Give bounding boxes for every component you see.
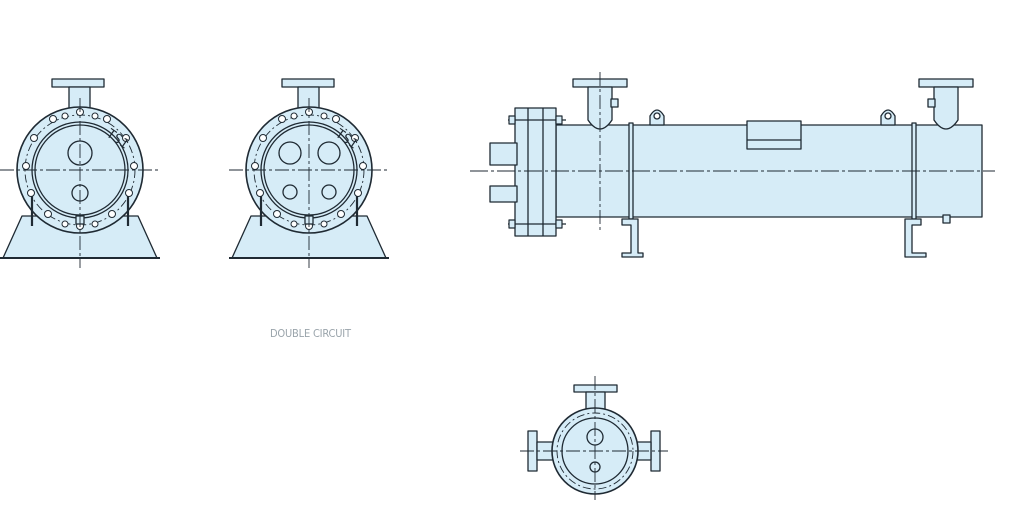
end-connection-upper <box>489 142 518 166</box>
end-flange-outer <box>514 107 557 237</box>
end-view-bottom <box>520 376 668 500</box>
lug-hole-left <box>653 112 661 120</box>
nozzle-left-tab <box>610 98 619 108</box>
port-lower-left <box>282 184 298 200</box>
nameplate <box>746 120 802 150</box>
flange-bolts <box>508 115 566 229</box>
port-upper-right <box>317 141 341 165</box>
top-nozzle-flange <box>51 78 105 88</box>
support-foot-right <box>904 218 927 258</box>
top-flange <box>573 384 618 393</box>
port-upper-left <box>278 141 302 165</box>
bolt-holes <box>22 108 138 230</box>
nozzle-right-pipe <box>933 86 959 130</box>
end-connection-lower <box>489 185 518 203</box>
lug-hole-right <box>884 112 892 120</box>
top-nozzle-flange <box>281 78 335 88</box>
nozzle-right-tab <box>927 98 936 108</box>
front-view-double-circuit: TS1 <box>229 78 389 268</box>
double-circuit-label: DOUBLE CIRCUIT <box>270 327 351 340</box>
drain <box>942 214 951 224</box>
port-lower-right <box>321 184 337 200</box>
bolt-holes <box>251 108 367 230</box>
front-view-single-circuit: TS1 <box>0 78 160 268</box>
nozzle-right-flange <box>918 78 974 88</box>
side-view <box>470 72 995 258</box>
support-foot-left <box>621 218 644 258</box>
